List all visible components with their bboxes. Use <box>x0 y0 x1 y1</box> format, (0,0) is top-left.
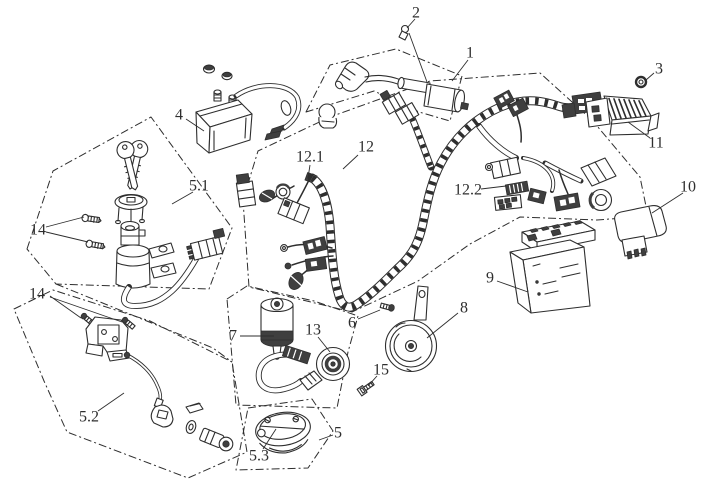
callout-8: 8 <box>460 300 468 317</box>
switch-body <box>115 242 177 289</box>
callout-13: 13 <box>305 322 321 339</box>
callout-4: 4 <box>175 107 183 124</box>
leader-2 <box>406 18 428 83</box>
leader-6 <box>357 309 381 320</box>
leader-5 <box>318 434 334 441</box>
leader-8 <box>426 312 459 339</box>
callout-5-1: 5.1 <box>189 178 209 195</box>
part-10-relay <box>614 205 667 260</box>
callout-5-3: 5.3 <box>249 448 269 465</box>
switch-connector <box>186 227 226 261</box>
part-2-bolt <box>398 24 410 41</box>
leader-lines <box>45 18 684 450</box>
leader-14-lower <box>49 295 123 323</box>
leader-1 <box>451 59 469 82</box>
callout-1: 1 <box>466 45 474 62</box>
callout-5-2: 5.2 <box>79 409 99 426</box>
callout-3: 3 <box>655 61 663 78</box>
part-6-screw <box>379 302 395 312</box>
key-1 <box>116 141 139 191</box>
part-3-nut <box>634 75 648 89</box>
harness-branch-12-1 <box>258 179 310 225</box>
callout-9: 9 <box>486 270 494 287</box>
leader-5-3 <box>262 428 277 450</box>
part-1-spark-plug-coil-assembly <box>280 61 469 129</box>
region-5-outline <box>235 398 334 471</box>
callout-10: 10 <box>680 179 696 196</box>
grommet-ring <box>280 100 292 116</box>
callout-7: 7 <box>229 328 237 345</box>
spark-plug-cap <box>335 61 370 92</box>
part-14-screws-upper <box>81 213 106 250</box>
leader-10 <box>651 192 684 214</box>
leader-13 <box>317 336 331 353</box>
part-11-cdi-unit <box>585 95 660 136</box>
callout-6: 6 <box>348 315 356 332</box>
part-13-switch <box>259 344 351 390</box>
callout-14-lower: 14 <box>29 286 45 303</box>
leader-11 <box>627 121 651 139</box>
part-5-2-seat-lock-assembly <box>85 316 234 452</box>
part-5-1-ignition-switch-assembly <box>114 139 226 306</box>
leader-14-upper <box>45 216 89 243</box>
region-5-2-outline <box>13 289 248 479</box>
lock-cylinder <box>120 220 146 246</box>
callout-14-upper: 14 <box>30 222 46 239</box>
callout-12-1: 12.1 <box>296 149 324 166</box>
harness-right-branch <box>553 157 617 212</box>
callout-11: 11 <box>648 135 663 152</box>
callout-15: 15 <box>373 362 389 379</box>
part-12-wiring-harness <box>235 89 617 307</box>
part-9-battery <box>509 220 596 314</box>
leader-12-1 <box>307 164 311 179</box>
harness-upper-left-connectors <box>379 90 420 125</box>
callout-labels: 2 1 3 4 5.1 14 12.1 12 12.2 11 10 9 14 7… <box>29 5 696 465</box>
region-5-2-inner-line <box>55 283 233 363</box>
leader-15 <box>367 375 378 387</box>
harness-mid-cluster <box>280 236 334 290</box>
ht-wire <box>364 75 402 86</box>
leader-4 <box>185 118 205 132</box>
region-7-13-outline <box>226 285 359 409</box>
leader-12-2 <box>480 185 507 190</box>
leader-12 <box>342 154 359 170</box>
callout-5: 5 <box>334 425 342 442</box>
callout-2: 2 <box>412 5 420 22</box>
lock-cover <box>114 193 148 227</box>
part-15-bolt <box>356 380 375 397</box>
leader-3 <box>645 72 655 81</box>
callout-12: 12 <box>358 139 374 156</box>
part-5-3-cap <box>255 411 311 454</box>
harness-top-connectors <box>493 89 529 143</box>
part-8-horn <box>384 285 438 373</box>
leader-5-2 <box>97 392 125 412</box>
harness-branch-12-2 <box>484 156 547 211</box>
leader-9 <box>496 280 529 293</box>
leader-5-1 <box>171 191 194 205</box>
part-4-starter-relay <box>195 64 299 154</box>
callout-12-2: 12.2 <box>454 182 482 199</box>
harness-main-connector <box>235 173 257 208</box>
part-7-condenser <box>260 297 294 360</box>
